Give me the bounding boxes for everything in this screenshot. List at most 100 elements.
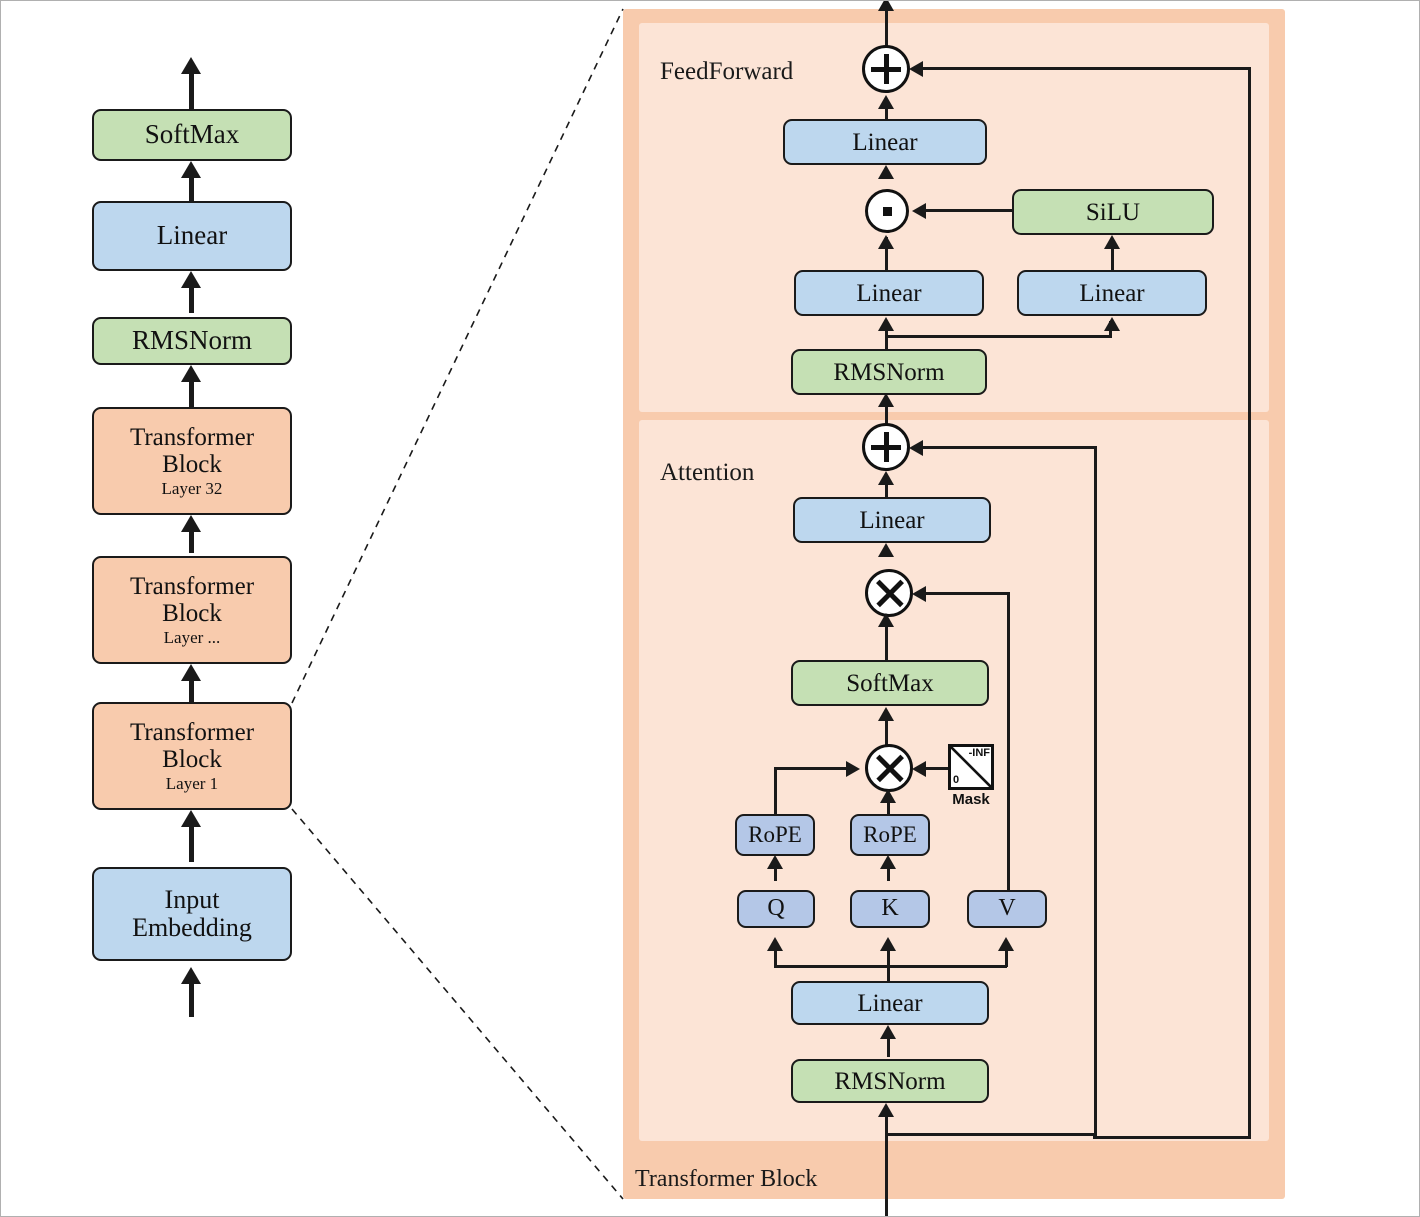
- v-to-av-v: [1007, 592, 1010, 892]
- ff-rmsnorm-up-stub: [885, 328, 888, 350]
- ropeq-elbow-v: [774, 767, 777, 815]
- rope-q[interactable]: RoPE: [735, 814, 815, 856]
- attention-add-op[interactable]: [862, 423, 910, 471]
- attn-rmsnorm-label: RMSNorm: [834, 1067, 946, 1095]
- block-output-line: [885, 1, 888, 47]
- k-node[interactable]: K: [850, 890, 930, 928]
- block-input-arrowhead: [878, 1103, 894, 1117]
- arrow-qk-to-softmax-head: [878, 707, 894, 721]
- ff-linear-gate-label: Linear: [856, 279, 922, 307]
- feedforward-add-op[interactable]: [862, 45, 910, 93]
- stack-node-rmsnorm[interactable]: RMSNorm: [92, 317, 292, 365]
- arrow-attnrms-to-qkvlinear-head: [880, 1025, 896, 1039]
- arrow-blockdots-to-block32-head: [181, 515, 201, 532]
- stack-node-block-dots-label: Transformer Block: [129, 572, 255, 627]
- arrow-softmax-to-av: [885, 619, 888, 661]
- arrow-attnlinear-to-add-head: [878, 471, 894, 485]
- attn-linear-out[interactable]: Linear: [793, 497, 991, 543]
- arrow-block1-to-blockdots-head: [181, 664, 201, 681]
- attn-linear-qkv[interactable]: Linear: [791, 981, 989, 1025]
- ff-residual-v: [1248, 68, 1251, 1139]
- attention-panel-label: Attention: [660, 459, 755, 486]
- feedforward-elementwise-mul-op[interactable]: [865, 189, 909, 233]
- stack-output-line: [189, 63, 194, 111]
- ff-rmsnorm-label: RMSNorm: [833, 358, 945, 386]
- block-input-line: [885, 1109, 888, 1216]
- arrow-ff-linear-to-add: [885, 101, 888, 123]
- arrow-ff-up-to-silu: [1111, 241, 1114, 273]
- v-node-label: V: [998, 895, 1016, 922]
- q-node-label: Q: [767, 895, 785, 922]
- mask-to-qk-line: [926, 767, 951, 770]
- v-node[interactable]: V: [967, 890, 1047, 928]
- arrow-blockdots-to-block32: [189, 521, 194, 553]
- arrow-q-to-ropeq-head: [767, 855, 783, 869]
- stack-node-block-dots-sublabel: Layer ...: [163, 627, 221, 647]
- mask-to-qk-arrowhead: [912, 761, 926, 777]
- arrow-attnlinear-to-add: [885, 477, 888, 501]
- arrow-ropek-to-qk-head: [880, 789, 896, 803]
- rope-k-label: RoPE: [863, 821, 917, 847]
- arrow-ff-gate-to-mul-head: [878, 235, 894, 249]
- stack-node-input-embedding-label: Input Embedding: [132, 884, 252, 942]
- ff-rmsnorm[interactable]: RMSNorm: [791, 349, 987, 395]
- ff-linear-up[interactable]: Linear: [1017, 270, 1207, 316]
- q-node[interactable]: Q: [737, 890, 815, 928]
- stack-node-linear-label: Linear: [156, 220, 228, 251]
- arrow-attnadd-to-ffrmsnorm: [885, 397, 888, 425]
- transformer-block-panel-label: Transformer Block: [635, 1166, 818, 1192]
- attn-residual-arrowhead: [909, 440, 923, 456]
- stack-node-softmax[interactable]: SoftMax: [92, 109, 292, 161]
- attention-matmul-qk-op[interactable]: [865, 744, 913, 792]
- stack-output-arrowhead: [181, 57, 201, 74]
- arrow-rmsnorm-to-linear: [189, 277, 194, 313]
- arrow-q-to-ropeq: [774, 861, 777, 881]
- ff-residual-h-top: [923, 67, 1251, 70]
- ff-linear-out[interactable]: Linear: [783, 119, 987, 165]
- arrow-attnrms-to-qkvlinear: [887, 1031, 890, 1057]
- attn-residual-h-top: [923, 446, 1097, 449]
- attn-softmax[interactable]: SoftMax: [791, 660, 989, 706]
- arrow-ff-rmsnorm-to-up-head: [1104, 317, 1120, 331]
- arrow-ff-linear-to-add-head: [878, 95, 894, 109]
- ff-residual-h-bottom: [1093, 1136, 1251, 1139]
- arrow-ff-rmsnorm-to-gate-head: [878, 317, 894, 331]
- qkv-branch-v-head: [998, 937, 1014, 951]
- stack-node-input-embedding[interactable]: Input Embedding: [92, 867, 292, 961]
- ff-silu-label: SiLU: [1085, 198, 1141, 226]
- attention-matmul-av-op[interactable]: [865, 569, 913, 617]
- stack-node-block-1[interactable]: Transformer Block Layer 1: [92, 702, 292, 810]
- ropeq-elbow-h: [774, 767, 846, 770]
- arrow-av-to-linear-head: [878, 543, 894, 557]
- arrow-qk-to-softmax: [885, 713, 888, 751]
- stack-node-block-1-label: Transformer Block: [129, 718, 255, 773]
- stack-node-rmsnorm-label: RMSNorm: [131, 325, 253, 356]
- arrow-attnadd-to-ffrmsnorm-head: [878, 393, 894, 407]
- stack-node-linear[interactable]: Linear: [92, 201, 292, 271]
- ff-linear-out-label: Linear: [852, 128, 918, 156]
- attn-residual-v: [1094, 447, 1097, 1136]
- feedforward-panel-label: FeedForward: [660, 58, 794, 85]
- attn-linear-qkv-label: Linear: [857, 989, 923, 1017]
- attn-rmsnorm[interactable]: RMSNorm: [791, 1059, 989, 1103]
- arrow-block32-to-rmsnorm-head: [181, 365, 201, 382]
- attention-mask-icon: -INF 0: [948, 744, 994, 790]
- rope-k[interactable]: RoPE: [850, 814, 930, 856]
- stack-node-block-1-sublabel: Layer 1: [165, 773, 219, 793]
- stack-node-block-32-label: Transformer Block: [129, 423, 255, 478]
- ff-linear-gate[interactable]: Linear: [794, 270, 984, 316]
- stack-node-block-dots[interactable]: Transformer Block Layer ...: [92, 556, 292, 664]
- arrow-k-to-ropek-head: [880, 855, 896, 869]
- arrow-softmax-to-av-head: [878, 613, 894, 627]
- qkv-branch-q: [774, 943, 777, 967]
- arrow-silu-to-mul-head: [912, 203, 926, 219]
- attn-softmax-label: SoftMax: [846, 669, 934, 697]
- ff-silu[interactable]: SiLU: [1012, 189, 1214, 235]
- qkv-branch-k-head: [880, 937, 896, 951]
- arrow-ropek-to-qk: [887, 795, 890, 817]
- arrow-linear-to-softmax: [189, 167, 194, 203]
- attn-residual-h-bottom: [885, 1133, 1097, 1136]
- ff-linear-up-label: Linear: [1079, 279, 1145, 307]
- stack-node-block-32[interactable]: Transformer Block Layer 32: [92, 407, 292, 515]
- ropeq-to-qk-arrowhead: [846, 761, 860, 777]
